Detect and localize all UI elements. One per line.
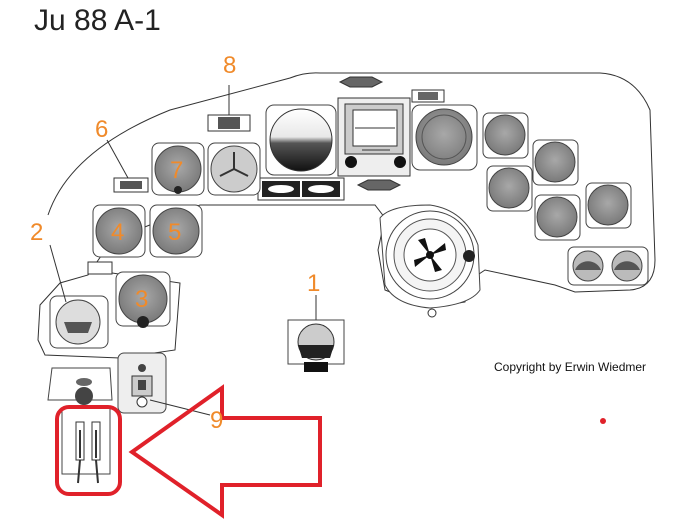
highlight-box bbox=[55, 405, 122, 496]
callout-4: 4 bbox=[111, 219, 124, 246]
diamond-marker-middle bbox=[356, 179, 402, 191]
gauge-7 bbox=[151, 142, 205, 196]
gauge-large-center-right bbox=[411, 104, 478, 171]
compass bbox=[379, 204, 481, 318]
gauge-5 bbox=[149, 204, 203, 258]
callout-3: 3 bbox=[135, 286, 148, 313]
callout-5: 5 bbox=[168, 219, 181, 246]
callout-2: 2 bbox=[30, 219, 43, 246]
gauge-4 bbox=[92, 204, 146, 258]
artificial-horizon bbox=[265, 104, 337, 176]
gauge-3 bbox=[115, 271, 171, 328]
switch-8 bbox=[207, 85, 251, 132]
placard bbox=[87, 261, 113, 275]
gauge-upper-right-3 bbox=[486, 165, 533, 212]
twin-small-gauges bbox=[567, 246, 649, 286]
callout-7: 7 bbox=[170, 157, 183, 184]
gauge-upper-right-1 bbox=[482, 112, 529, 159]
red-dot bbox=[600, 418, 606, 424]
switch-block-top-right bbox=[411, 89, 445, 103]
diamond-marker-top bbox=[338, 76, 384, 88]
gauge-2 bbox=[49, 244, 109, 349]
callout-8: 8 bbox=[223, 52, 236, 79]
switch-6 bbox=[106, 139, 149, 193]
twin-indicator-strip bbox=[257, 177, 345, 201]
diagram-title: Ju 88 A-1 bbox=[34, 4, 161, 37]
clock-gauge bbox=[207, 142, 261, 196]
gauge-upper-right-4 bbox=[534, 194, 581, 241]
throttle-quadrant bbox=[47, 367, 113, 484]
callout-1: 1 bbox=[307, 270, 320, 297]
callout-9: 9 bbox=[210, 407, 223, 434]
control-box-9 bbox=[117, 352, 211, 416]
gauge-upper-right-2 bbox=[532, 139, 579, 186]
callout-6: 6 bbox=[95, 116, 108, 143]
gauge-upper-right-5 bbox=[585, 182, 632, 229]
copyright-text: Copyright by Erwin Wiedmer bbox=[494, 360, 647, 374]
highlight-arrow bbox=[128, 384, 322, 519]
instrument-1 bbox=[287, 295, 345, 372]
central-square-instrument bbox=[337, 97, 411, 177]
